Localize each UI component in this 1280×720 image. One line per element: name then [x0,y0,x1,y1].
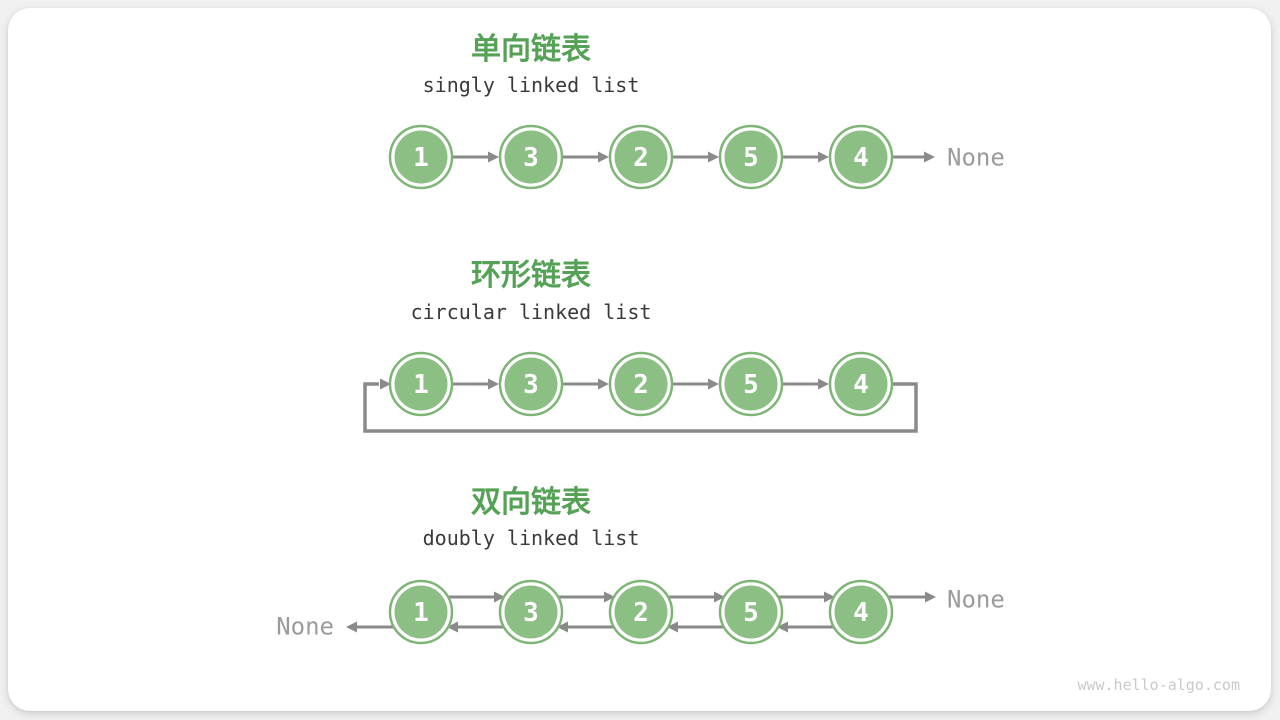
section-subtitle-singly: singly linked list [422,73,640,97]
section-title-doubly: 双向链表 [471,486,591,519]
section-title-circular: 环形链表 [471,259,591,292]
section-subtitle-doubly: doubly linked list [422,526,640,550]
section-title-singly: 单向链表 [471,33,591,66]
section-subtitle-circular: circular linked list [410,300,652,324]
watermark: www.hello-algo.com [1077,676,1240,694]
figure-card [8,8,1271,711]
